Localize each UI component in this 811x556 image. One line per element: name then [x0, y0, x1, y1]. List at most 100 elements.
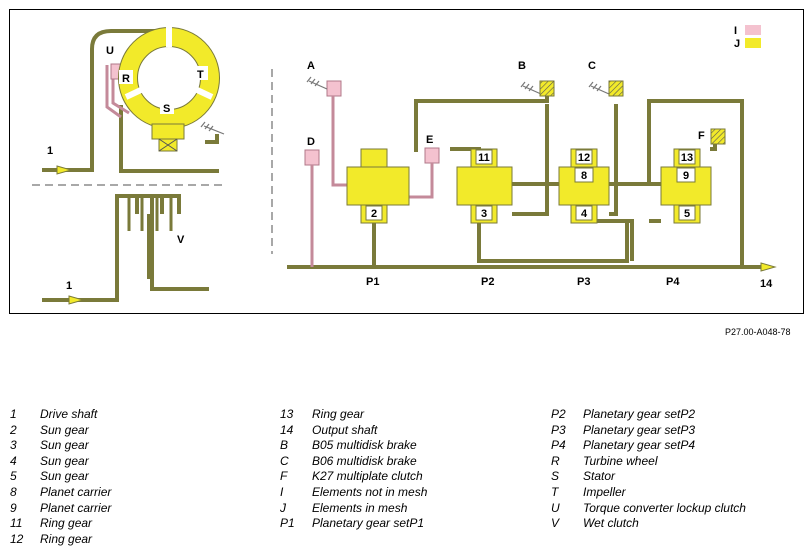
- box-numbers: 2 3 4 5 8 9 11 12 13: [371, 152, 693, 220]
- legend-key: I: [280, 484, 284, 499]
- legend-key: F: [280, 469, 288, 484]
- legend-key: P3: [551, 422, 566, 437]
- legend-text: Planetary gear setP3: [583, 422, 696, 437]
- legend-key: C: [280, 453, 289, 468]
- label-f: F: [698, 130, 705, 142]
- label-a: A: [307, 60, 315, 72]
- box-13: 13: [681, 152, 693, 164]
- legend-text: K27 multiplate clutch: [312, 469, 423, 484]
- legend-text: Sun gear: [40, 438, 89, 453]
- diagram-frame: [9, 9, 804, 314]
- legend-key: 5: [10, 469, 17, 484]
- legend-item: R Turbine wheel: [551, 454, 746, 470]
- legend-key: V: [551, 516, 560, 531]
- legend-key: R: [551, 453, 560, 468]
- legend-text: Turbine wheel: [583, 453, 658, 468]
- legend-text: Ring gear: [40, 516, 93, 531]
- legend-key: 1: [10, 407, 17, 421]
- legend-key: P1: [280, 516, 295, 531]
- legend-key: 12: [10, 531, 24, 546]
- planetary-set-p4: [660, 148, 712, 224]
- engaged-shafts: [42, 29, 767, 302]
- legend-item: P3 Planetary gear setP3: [551, 423, 746, 439]
- label-v: V: [177, 234, 185, 246]
- wet-clutch-v: [127, 196, 173, 231]
- not-engaged-elements: [105, 63, 440, 267]
- label-e: E: [426, 134, 433, 146]
- legend-text: Ring gear: [40, 531, 93, 546]
- legend-item: 14 Output shaft: [280, 423, 427, 439]
- label-input-bottom: 1: [66, 280, 72, 292]
- legend-text: Impeller: [583, 484, 626, 499]
- legend-item: T Impeller: [551, 485, 746, 501]
- input-arrow-bottom: [68, 295, 85, 305]
- planetary-set-p1: [346, 148, 410, 224]
- legend-text: Planetary gear setP4: [583, 438, 696, 453]
- legend-item: 9 Planet carrier: [10, 501, 111, 517]
- output-arrow: [760, 262, 777, 272]
- label-d: D: [307, 136, 315, 148]
- label-u: U: [106, 45, 114, 57]
- legend-item: F K27 multiplate clutch: [280, 469, 427, 485]
- legend-key: 14: [280, 422, 294, 437]
- label-p3: P3: [577, 276, 590, 288]
- torque-converter: [118, 27, 220, 152]
- label-s: S: [163, 103, 170, 115]
- legend-key: T: [551, 484, 559, 499]
- legend-item: 1 Drive shaft: [10, 407, 111, 423]
- box-11: 11: [478, 152, 490, 164]
- planetary-set-p2: [456, 148, 513, 224]
- legend-text: Drive shaft: [40, 407, 98, 421]
- legend-text: Elements not in mesh: [312, 484, 428, 499]
- legend-text: Ring gear: [312, 407, 365, 421]
- legend-text: Output shaft: [312, 422, 378, 437]
- legend-item: 3 Sun gear: [10, 438, 111, 454]
- legend-i-label: I: [734, 25, 737, 37]
- box-8: 8: [581, 170, 587, 182]
- legend-text: Sun gear: [40, 453, 89, 468]
- planetary-set-p3: [558, 148, 610, 224]
- diagram-labels: U R T S V A B C D E F 1 1 14 P1 P2 P3 P4: [47, 45, 773, 292]
- box-12: 12: [578, 152, 590, 164]
- input-arrow-top: [56, 165, 73, 175]
- legend-key: S: [551, 469, 560, 484]
- label-input-top: 1: [47, 145, 53, 157]
- legend-key: 9: [10, 500, 17, 515]
- legend-key: 3: [10, 438, 17, 453]
- label-b: B: [518, 60, 526, 72]
- box-4: 4: [581, 208, 588, 220]
- ground-marks: [200, 76, 610, 135]
- legend-item: S Stator: [551, 469, 746, 485]
- not-in-mesh-swatch: [745, 25, 761, 35]
- legend-text: Planet carrier: [40, 500, 112, 515]
- legend-item: 12 Ring gear: [10, 532, 111, 548]
- legend-item: P4 Planetary gear setP4: [551, 438, 746, 454]
- box-3: 3: [481, 208, 487, 220]
- legend-key: P2: [551, 407, 566, 421]
- legend-item: C B06 multidisk brake: [280, 454, 427, 470]
- reference-code: P27.00-A048-78: [725, 327, 791, 337]
- legend-text: Planet carrier: [40, 484, 112, 499]
- legend-key: J: [280, 500, 286, 515]
- box-2: 2: [371, 208, 377, 220]
- legend-key: P4: [551, 438, 566, 453]
- legend-item: I Elements not in mesh: [280, 485, 427, 501]
- legend-text: Stator: [583, 469, 616, 484]
- legend-j-label: J: [734, 38, 740, 50]
- label-p1: P1: [366, 276, 379, 288]
- legend-text: B05 multidisk brake: [312, 438, 417, 453]
- in-mesh-swatch: [745, 38, 761, 48]
- legend-text: B06 multidisk brake: [312, 453, 417, 468]
- state-legend: I J: [734, 25, 761, 50]
